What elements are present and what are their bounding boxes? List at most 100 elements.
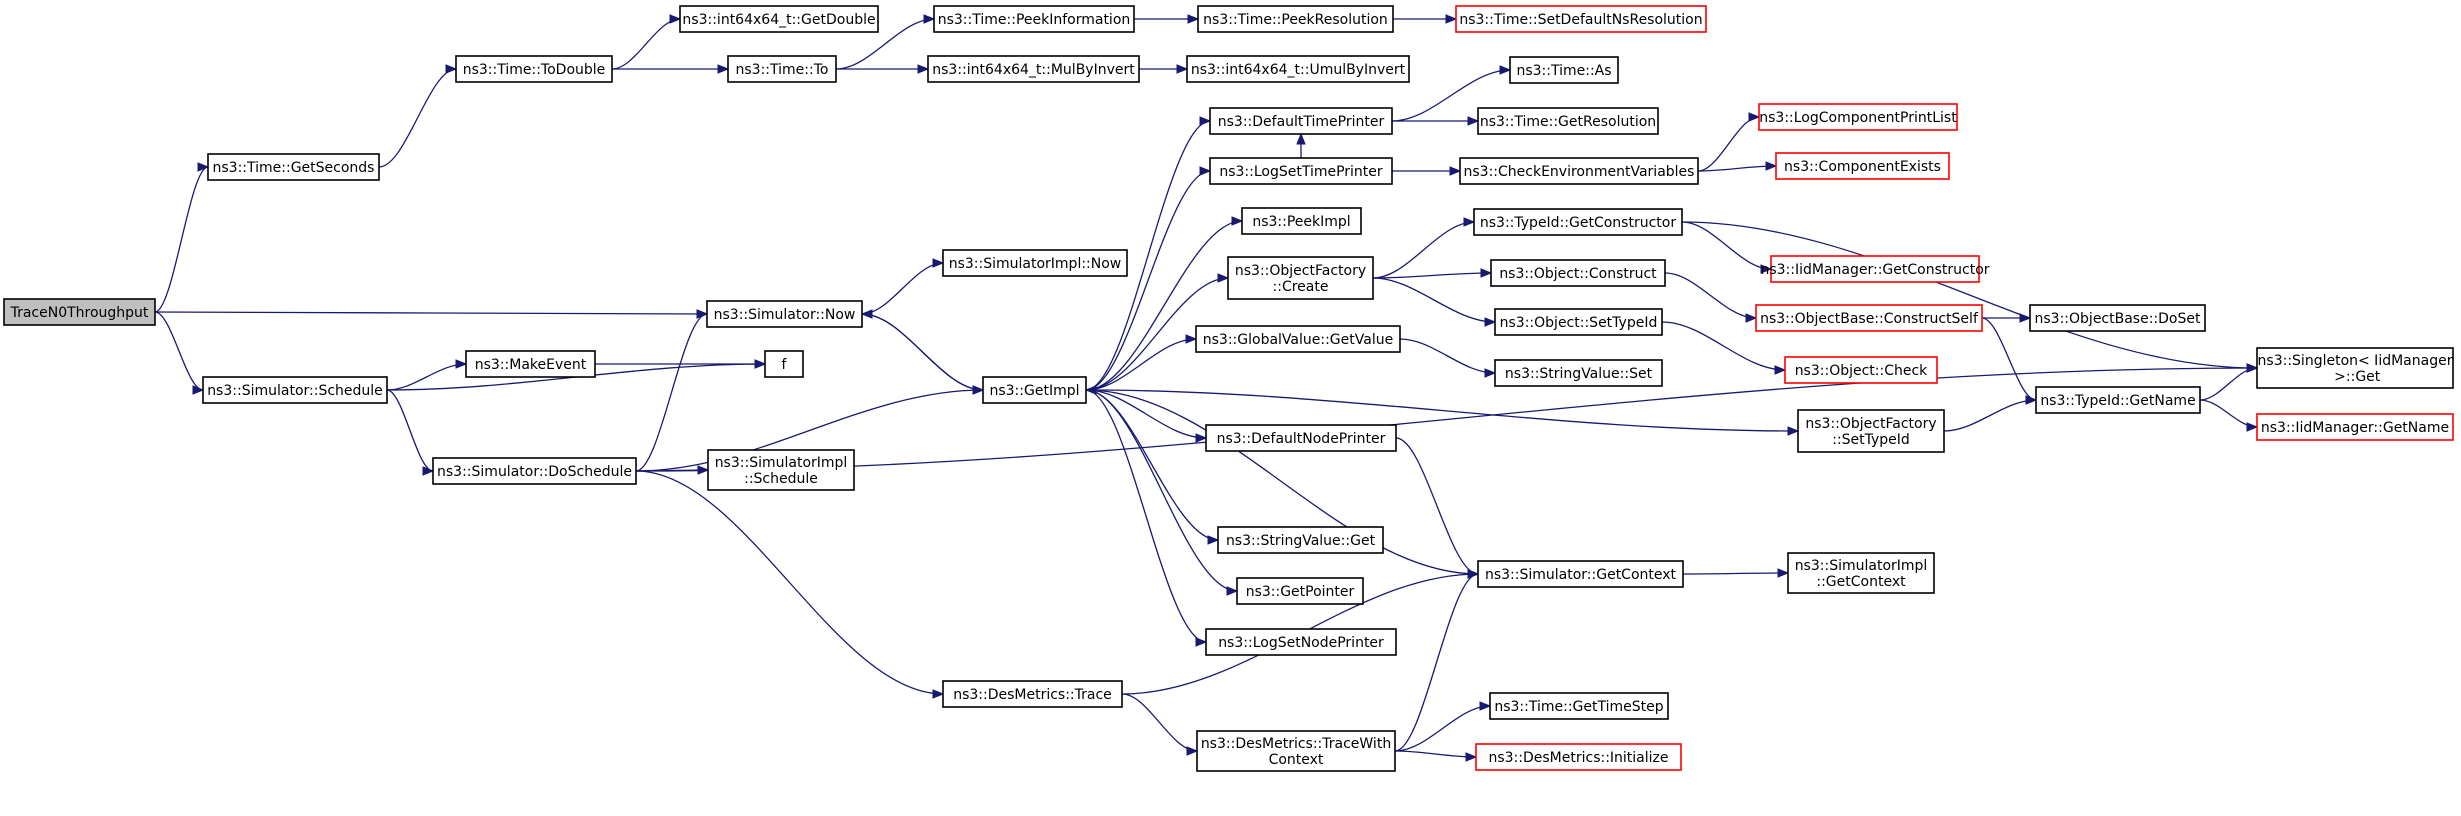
- node-time-setdefaultns[interactable]: ns3::Time::SetDefaultNsResolution: [1455, 5, 1707, 33]
- node-iid-getname[interactable]: ns3::IidManager::GetName: [2256, 413, 2454, 441]
- edge-arrowhead: [1765, 161, 1778, 171]
- edge-arrowhead: [1176, 64, 1189, 74]
- edge-arrowhead: [2025, 395, 2038, 405]
- edge-line: [1085, 389, 1207, 439]
- edge-line: [835, 18, 935, 70]
- node-box: [1489, 692, 1669, 720]
- edge-time-getseconds-to-time-todouble: [378, 64, 458, 168]
- edge-line: [1085, 389, 1479, 575]
- node-objbase-constructself[interactable]: ns3::ObjectBase::ConstructSelf: [1755, 304, 1983, 332]
- node-time-peekres[interactable]: ns3::Time::PeekResolution: [1197, 5, 1394, 33]
- edge-line: [386, 363, 467, 391]
- node-singleton-get[interactable]: ns3::Singleton< IidManager >::Get: [2256, 347, 2454, 389]
- node-logsettimeprinter[interactable]: ns3::LogSetTimePrinter: [1209, 157, 1393, 185]
- node-box: [1209, 107, 1393, 135]
- node-root[interactable]: TraceN0Throughput: [3, 298, 156, 326]
- node-box: [1197, 5, 1394, 33]
- node-label: ns3::IidManager::GetConstructor: [1760, 262, 1989, 278]
- edge-line: [1085, 389, 1238, 592]
- edge-arrowhead: [1479, 701, 1492, 711]
- node-label: ::GetContext: [1816, 574, 1906, 590]
- node-objfactory-create[interactable]: ns3::ObjectFactory::Create: [1227, 256, 1374, 300]
- node-defaultnodeprinter[interactable]: ns3::DefaultNodePrinter: [1205, 424, 1397, 452]
- edge-line: [378, 68, 457, 168]
- node-checkenv[interactable]: ns3::CheckEnvironmentVariables: [1459, 157, 1699, 185]
- node-box: [933, 5, 1135, 33]
- node-f[interactable]: f: [764, 350, 804, 378]
- node-box: [1459, 157, 1699, 185]
- node-sim-getcontext[interactable]: ns3::Simulator::GetContext: [1477, 560, 1684, 588]
- node-time-gettimestep[interactable]: ns3::Time::GetTimeStep: [1489, 692, 1669, 720]
- node-label: ns3::GlobalValue::GetValue: [1203, 332, 1393, 348]
- node-globalvalue-getvalue[interactable]: ns3::GlobalValue::GetValue: [1195, 325, 1401, 353]
- node-makeevent[interactable]: ns3::MakeEvent: [465, 350, 596, 378]
- node-typeid-getname[interactable]: ns3::TypeId::GetName: [2035, 386, 2201, 414]
- edge-line: [2199, 399, 2258, 428]
- node-label: TraceN0Throughput: [10, 305, 149, 321]
- node-int64-mulbyinvert[interactable]: ns3::int64x64_t::MulByInvert: [927, 55, 1140, 83]
- node-time-peekinfo[interactable]: ns3::Time::PeekInformation: [933, 5, 1135, 33]
- node-objfactory-settypeid[interactable]: ns3::ObjectFactory::SetTypeId: [1797, 409, 1945, 453]
- edge-getimpl-to-getpointer: [1085, 389, 1239, 596]
- node-logsetnodeprinter[interactable]: ns3::LogSetNodePrinter: [1205, 628, 1397, 656]
- node-label: ::Create: [1273, 279, 1329, 295]
- node-compexists[interactable]: ns3::ComponentExists: [1775, 152, 1950, 180]
- node-getimpl[interactable]: ns3::GetImpl: [982, 376, 1087, 404]
- edge-arrowhead: [1185, 334, 1198, 344]
- node-box: [465, 350, 596, 378]
- edge-typeid-getname-to-singleton-get: [2199, 363, 2259, 401]
- node-box: [1509, 56, 1619, 84]
- node-int64-umulbyinvert[interactable]: ns3::int64x64_t::UmulByInvert: [1186, 55, 1410, 83]
- edge-arrowhead: [1186, 746, 1199, 756]
- node-simimpl-schedule[interactable]: ns3::SimulatorImpl::Schedule: [707, 449, 855, 491]
- node-sim-now[interactable]: ns3::Simulator::Now: [706, 300, 863, 328]
- node-objbase-doset[interactable]: ns3::ObjectBase::DoSet: [2029, 304, 2206, 332]
- edge-defaulttimeprinter-to-time-getres: [1392, 116, 1480, 126]
- node-label: ns3::Time::PeekInformation: [938, 12, 1131, 28]
- edge-arrowhead: [197, 162, 210, 172]
- node-time-as[interactable]: ns3::Time::As: [1509, 56, 1619, 84]
- edge-line: [1372, 277, 1496, 323]
- node-simimpl-getcontext[interactable]: ns3::SimulatorImpl::GetContext: [1787, 552, 1935, 594]
- node-label: ns3::StringValue::Set: [1505, 366, 1653, 382]
- node-sim-schedule[interactable]: ns3::Simulator::Schedule: [202, 376, 388, 404]
- node-getpointer[interactable]: ns3::GetPointer: [1236, 577, 1364, 605]
- node-label: ns3::int64x64_t::GetDouble: [682, 12, 875, 28]
- node-stringvalue-get[interactable]: ns3::StringValue::Get: [1217, 526, 1384, 554]
- node-iid-getctor[interactable]: ns3::IidManager::GetConstructor: [1760, 255, 1990, 283]
- edge-getimpl-to-objfactory-settypeid: [1085, 389, 1800, 436]
- node-object-construct[interactable]: ns3::Object::Construct: [1490, 259, 1666, 287]
- node-int64-getdouble[interactable]: ns3::int64x64_t::GetDouble: [679, 5, 879, 33]
- node-stringvalue-set[interactable]: ns3::StringValue::Set: [1494, 359, 1663, 387]
- node-label: ns3::Time::SetDefaultNsResolution: [1459, 12, 1702, 28]
- nodes-layer: TraceN0Throughputns3::Time::GetSecondsns…: [3, 5, 2454, 772]
- node-object-check[interactable]: ns3::Object::Check: [1784, 356, 1938, 384]
- edge-line: [1399, 338, 1496, 374]
- node-label: ns3::TypeId::GetName: [2040, 393, 2195, 409]
- node-simimpl-now[interactable]: ns3::SimulatorImpl::Now: [942, 249, 1128, 277]
- edge-line: [154, 311, 204, 391]
- node-object-settypeid[interactable]: ns3::Object::SetTypeId: [1494, 308, 1663, 336]
- node-defaulttimeprinter[interactable]: ns3::DefaultTimePrinter: [1209, 107, 1393, 135]
- node-time-getseconds[interactable]: ns3::Time::GetSeconds: [207, 153, 380, 181]
- node-peekimpl[interactable]: ns3::PeekImpl: [1241, 207, 1362, 235]
- node-label: ns3::Object::Check: [1795, 363, 1928, 379]
- node-time-getres[interactable]: ns3::Time::GetResolution: [1477, 107, 1659, 135]
- node-time-to[interactable]: ns3::Time::To: [727, 55, 837, 83]
- edge-arrowhead: [1187, 14, 1200, 24]
- node-label: ns3::Time::GetResolution: [1480, 114, 1656, 130]
- edge-arrowhead: [1467, 116, 1480, 126]
- edge-arrowhead: [1467, 569, 1480, 579]
- node-desmetrics-trace[interactable]: ns3::DesMetrics::Trace: [942, 680, 1123, 708]
- edge-arrowhead: [455, 359, 468, 369]
- node-box: [706, 300, 863, 328]
- edge-sim-getcontext-to-simimpl-getcontext: [1682, 568, 1790, 578]
- node-desmetrics-initialize[interactable]: ns3::DesMetrics::Initialize: [1475, 743, 1682, 771]
- node-time-todouble[interactable]: ns3::Time::ToDouble: [455, 55, 613, 83]
- edge-typeid-getctor-to-singleton-get: [1681, 221, 2259, 373]
- node-box: [2256, 347, 2454, 389]
- node-typeid-getctor[interactable]: ns3::TypeId::GetConstructor: [1473, 208, 1683, 236]
- node-sim-doschedule[interactable]: ns3::Simulator::DoSchedule: [432, 457, 637, 485]
- node-logcomplist[interactable]: ns3::LogComponentPrintList: [1758, 103, 1958, 131]
